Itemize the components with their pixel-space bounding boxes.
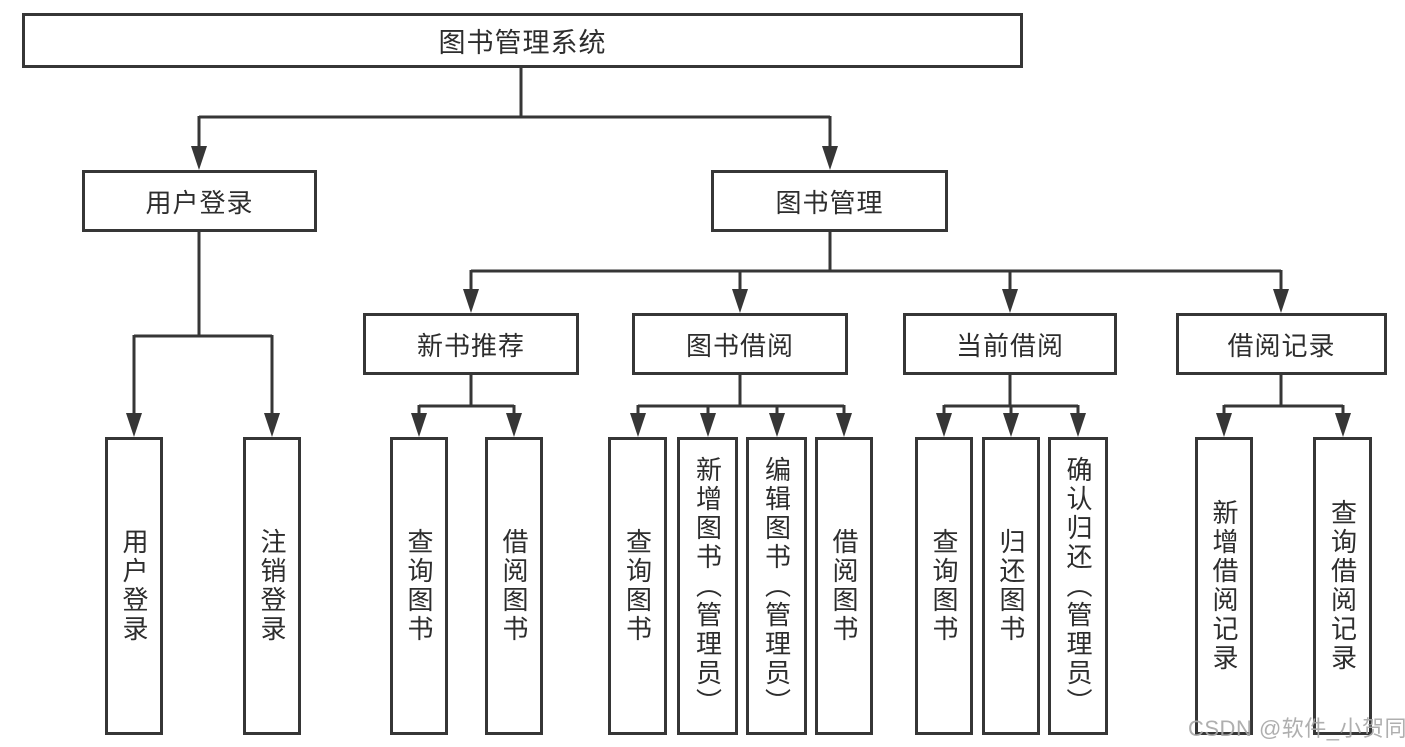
leaf-return-book: 归还图书 [982, 437, 1040, 735]
leaf-add-borrow-record: 新增借阅记录 [1195, 437, 1253, 735]
leaf-borrow-books-2: 借阅图书 [815, 437, 873, 735]
node-new-book-recommend-label: 新书推荐 [416, 330, 525, 361]
node-book-management-label: 图书管理 [775, 187, 884, 218]
leaf-edit-book-admin-label: 编辑图书（管理员） [761, 455, 792, 717]
leaf-borrow-books-1: 借阅图书 [485, 437, 543, 735]
leaf-query-books-2-label: 查询图书 [622, 528, 653, 644]
leaf-confirm-return-admin-label: 确认归还（管理员） [1063, 455, 1093, 717]
leaf-query-books-3-label: 查询图书 [929, 528, 959, 644]
leaf-query-books-1-label: 查询图书 [404, 528, 434, 644]
node-user-login: 用户登录 [82, 170, 317, 232]
node-root: 图书管理系统 [22, 13, 1023, 68]
node-current-borrow: 当前借阅 [903, 313, 1117, 375]
csdn-watermark: CSDN @软件_小贺同学 [1188, 716, 1405, 741]
leaf-user-login: 用户登录 [105, 437, 163, 735]
node-book-management: 图书管理 [711, 170, 948, 232]
leaf-query-borrow-record-label: 查询借阅记录 [1327, 499, 1358, 673]
node-user-login-label: 用户登录 [145, 187, 254, 218]
node-borrow-records-label: 借阅记录 [1227, 330, 1336, 361]
leaf-query-books-2: 查询图书 [608, 437, 667, 735]
node-borrow-records: 借阅记录 [1176, 313, 1387, 375]
leaf-borrow-books-1-label: 借阅图书 [499, 528, 529, 644]
node-current-borrow-label: 当前借阅 [955, 330, 1064, 361]
leaf-user-login-label: 用户登录 [119, 528, 149, 644]
leaf-add-borrow-record-label: 新增借阅记录 [1209, 499, 1239, 673]
leaf-return-book-label: 归还图书 [996, 528, 1026, 644]
leaf-add-book-admin-label: 新增图书（管理员） [692, 455, 723, 717]
node-book-borrow: 图书借阅 [632, 313, 848, 375]
node-book-borrow-label: 图书借阅 [685, 330, 794, 361]
leaf-add-book-admin: 新增图书（管理员） [677, 437, 738, 735]
leaf-confirm-return-admin: 确认归还（管理员） [1048, 437, 1108, 735]
leaf-query-books-3: 查询图书 [915, 437, 973, 735]
leaf-query-books-1: 查询图书 [390, 437, 448, 735]
node-root-label: 图书管理系统 [438, 28, 607, 58]
leaf-query-borrow-record: 查询借阅记录 [1313, 437, 1372, 735]
node-new-book-recommend: 新书推荐 [363, 313, 579, 375]
leaf-edit-book-admin: 编辑图书（管理员） [746, 437, 807, 735]
leaf-logout: 注销登录 [243, 437, 301, 735]
leaf-logout-label: 注销登录 [257, 528, 287, 644]
leaf-borrow-books-2-label: 借阅图书 [829, 528, 859, 644]
